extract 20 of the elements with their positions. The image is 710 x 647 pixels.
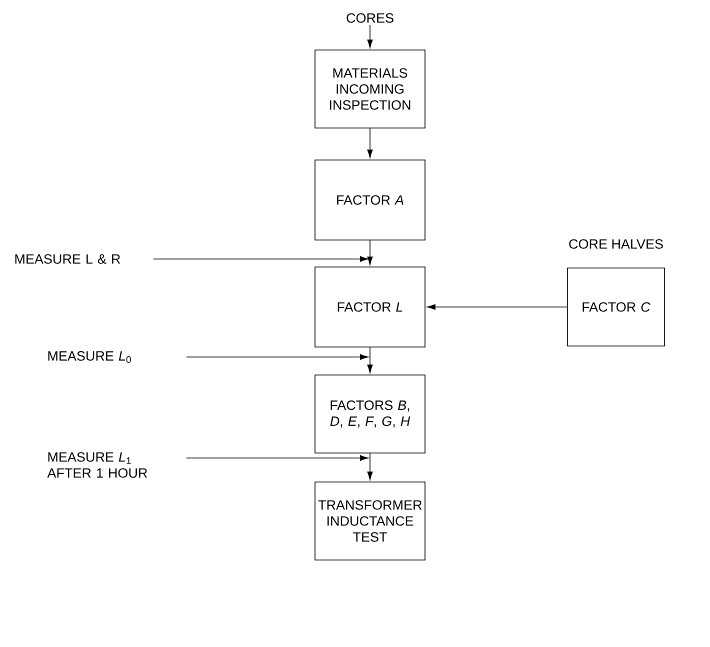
measurement-label: MEASURE L & R [15, 254, 120, 264]
input-label: CORES [346, 13, 394, 23]
process-box: FACTORS B, D, E, F, G, H [314, 374, 426, 454]
process-box: FACTOR C [567, 268, 665, 346]
process-box: FACTOR A [314, 160, 426, 240]
arrow [367, 24, 373, 48]
arrow [367, 128, 373, 158]
measurement-label: MEASURE L$_{0}$ [48, 351, 131, 363]
measurement-label: MEASURE L$_{1}$ AFTER 1 HOUR [47, 452, 148, 478]
arrow [186, 455, 368, 461]
arrow [367, 240, 373, 265]
arrow [427, 304, 568, 310]
arrow [367, 347, 373, 373]
box-heading: CORE HALVES [569, 239, 663, 249]
arrow [367, 453, 373, 480]
arrow [186, 354, 368, 360]
process-box: TRANSFORMER INDUCTANCE TEST [314, 482, 426, 560]
process-box: MATERIALS INCOMING INSPECTION [314, 50, 426, 128]
arrow [153, 256, 368, 262]
process-box: FACTOR L [314, 266, 426, 348]
